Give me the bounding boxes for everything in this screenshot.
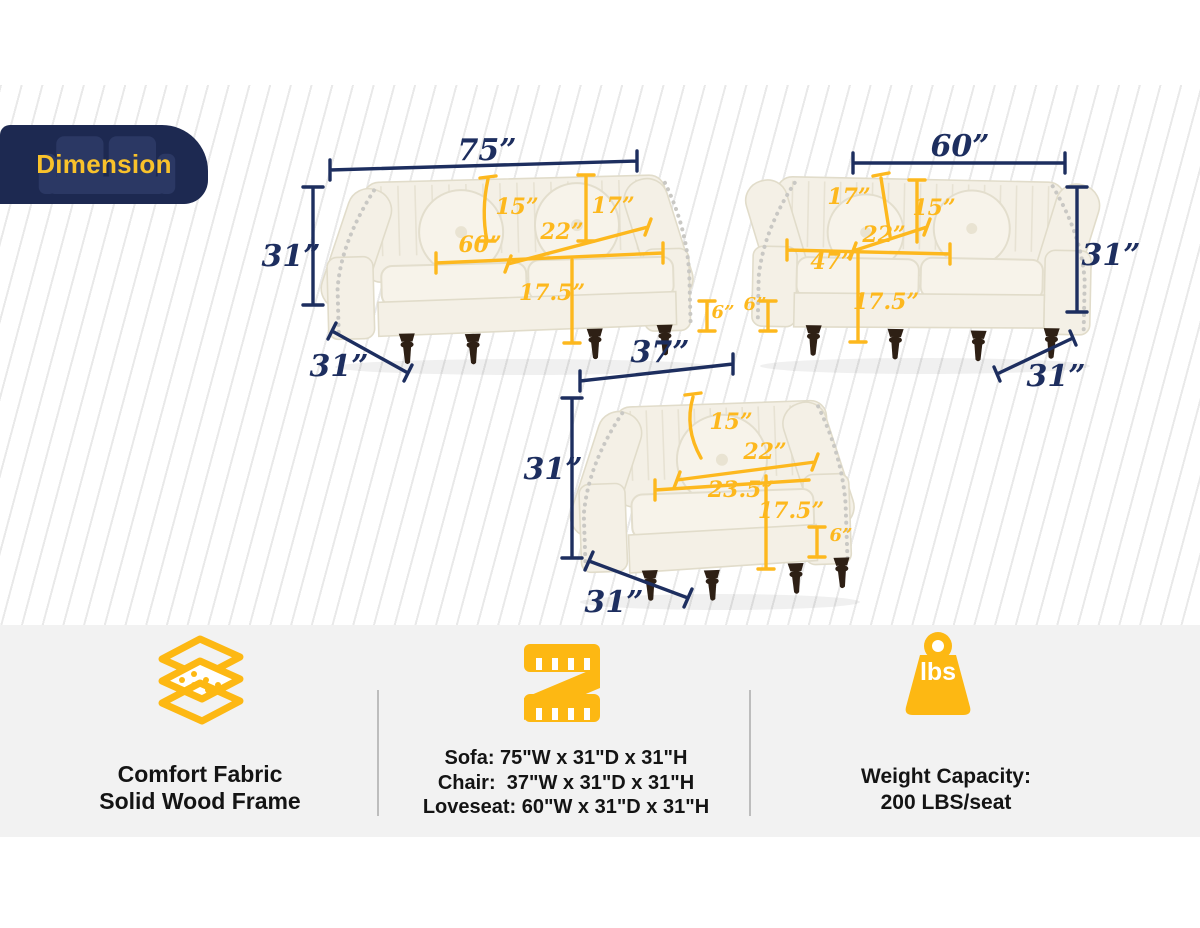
feature-divider-right (749, 690, 751, 816)
sofa-seat-width-label: 60” (458, 232, 502, 258)
measuring-tape-icon (524, 644, 600, 722)
sofa-seat-height-label: 17.5” (518, 280, 586, 306)
loveseat-seat-depth-label: 22” (862, 222, 906, 248)
fabric-line-1: Comfort Fabric (117, 761, 283, 787)
loveseat-dimension-lines (758, 151, 1089, 383)
sofa-illustration (301, 149, 717, 383)
fabric-line-2: Solid Wood Frame (99, 788, 301, 814)
sofa-diagram: 75” 31” 31” 15” 17” 60” 22” 17.5” 6” (261, 133, 740, 385)
sizes-line-sofa: Sofa: 75"W x 31"D x 31"H (444, 747, 688, 769)
sofa-leg-height-label: 6” (711, 302, 735, 323)
loveseat-right-pillow-label: 15” (912, 195, 956, 221)
sofa-seat-depth-label: 22” (540, 219, 584, 245)
loveseat-leg-height-label: 6” (743, 294, 767, 315)
weight-feature-text: Weight Capacity: 200 LBS/seat (796, 764, 1096, 816)
loveseat-seat-width-label: 47” (810, 249, 854, 275)
loveseat-height-label: 31” (1081, 238, 1141, 273)
sofa-right-pillow-label: 17” (591, 193, 635, 219)
loveseat-diagram: 60” 31” 31” 17” 15” 22” 47” 17.5” 6” (743, 129, 1141, 394)
chair-width-label: 37” (630, 335, 690, 370)
fabric-feature-text: Comfort Fabric Solid Wood Frame (40, 761, 360, 815)
chair-seat-height-label: 17.5” (757, 498, 825, 524)
loveseat-left-pillow-label: 17” (827, 184, 871, 210)
sofa-dimension-lines (301, 149, 717, 383)
chair-diagram: 37” 31” 31” 15” 22” 23.5” 17.5” 6” (523, 335, 895, 625)
sizes-line-loveseat: Loveseat: 60"W x 31"D x 31"H (422, 796, 710, 818)
dimension-badge-label: Dimension (36, 149, 172, 179)
chair-seat-depth-label: 22” (743, 439, 787, 465)
sofa-height-label: 31” (261, 239, 321, 274)
loveseat-seat-height-label: 17.5” (852, 289, 920, 315)
chair-pillow-label: 15” (709, 409, 753, 435)
chair-art (569, 399, 855, 602)
sizes-feature-text: Sofa: 75"W x 31"D x 31"H Chair: 37"W x 3… (396, 746, 736, 820)
sofa-silhouette-icon (38, 136, 176, 194)
weight-line-2: 200 LBS/seat (880, 791, 1012, 814)
weight-icon-lbs-label: lbs (919, 658, 957, 686)
chair-height-label: 31” (523, 452, 583, 487)
sofa-depth-label: 31” (309, 349, 369, 384)
loveseat-width-label: 60” (930, 129, 990, 164)
weight-icon (905, 632, 971, 715)
dimension-badge: Dimension (0, 125, 208, 204)
chair-leg-height-label: 6” (829, 525, 853, 546)
cushion-layers-icon (158, 635, 244, 725)
chair-depth-label: 31” (584, 585, 644, 620)
chair-illustration (560, 352, 860, 610)
sofa-left-pillow-label: 15” (495, 194, 539, 220)
chair-seat-width-label: 23.5” (707, 477, 775, 503)
chair-dimension-lines (560, 352, 827, 609)
sofa-width-label: 75” (457, 133, 517, 168)
loveseat-illustration (744, 151, 1101, 383)
feature-divider-left (377, 690, 379, 816)
loveseat-depth-label: 31” (1026, 359, 1086, 394)
sizes-line-chair: Chair: 37"W x 31"D x 31"H (437, 771, 695, 794)
weight-line-1: Weight Capacity: (861, 765, 1031, 788)
